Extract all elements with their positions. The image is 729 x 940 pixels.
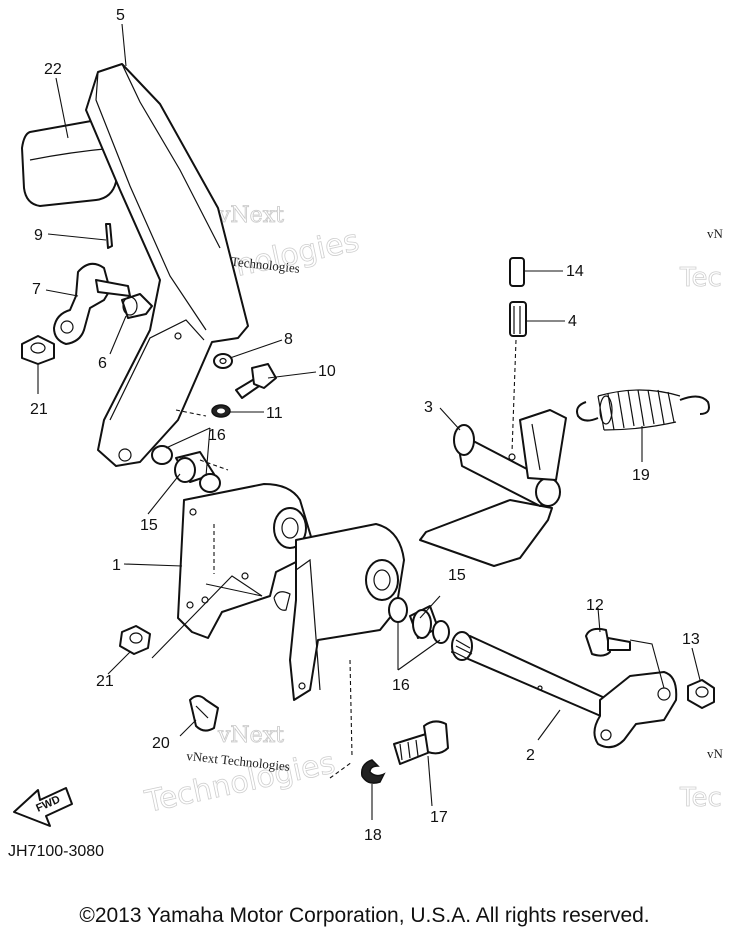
callout-19: 19: [632, 467, 650, 484]
callout-10: 10: [318, 363, 336, 380]
spring-part: [576, 389, 710, 431]
bolt-top-part: [235, 363, 277, 399]
callout-labels: 5 22 9 7 6 21 8 10 11 16 15 1 21 20 14 4…: [30, 7, 700, 844]
callout-17: 17: [430, 809, 448, 826]
drawing-number: JH7100-3080: [8, 843, 104, 860]
callout-7: 7: [32, 281, 41, 298]
callout-16-left: 16: [208, 427, 226, 444]
watermark-brand: vNext: [217, 203, 284, 228]
parts-diagram: vNext Technologies vNext Technologies vN…: [8, 7, 724, 860]
bolt-lower-part: [189, 695, 219, 732]
callout-1: 1: [112, 557, 121, 574]
callout-6: 6: [98, 355, 107, 372]
callout-18: 18: [364, 827, 382, 844]
callout-15-left: 15: [140, 517, 158, 534]
lock-washer-part: [211, 404, 231, 418]
callout-3: 3: [424, 399, 433, 416]
bushing-part: [121, 293, 153, 319]
cotter-pin-part: [105, 223, 113, 249]
washer-part: [213, 353, 233, 369]
clip-part: [360, 759, 386, 784]
nut-top-part: [21, 335, 55, 365]
bracket-plate-part: [177, 483, 405, 701]
nut-right-part: [687, 679, 715, 709]
watermark-edge-top-2: Tec: [679, 263, 722, 293]
callout-21-top: 21: [30, 401, 48, 418]
callout-4: 4: [568, 313, 577, 330]
callout-15-right: 15: [448, 567, 466, 584]
callout-11: 11: [266, 405, 283, 422]
fwd-arrow-icon: FWD: [13, 787, 73, 827]
watermark-brand-2: vNext: [217, 723, 284, 748]
leader-lines: [37, 23, 701, 820]
callout-14: 14: [566, 263, 584, 280]
orings-bushing-left-part: [151, 445, 221, 493]
callout-2: 2: [526, 747, 535, 764]
callout-9: 9: [34, 227, 43, 244]
shaft-lever-part: [419, 409, 567, 567]
brake-pedal-arm-part: [85, 63, 249, 467]
orings-bushing-right-part: [388, 597, 450, 644]
copyright-footer: ©2013 Yamaha Motor Corporation, U.S.A. A…: [79, 904, 650, 927]
bolt-right-part: [585, 627, 631, 657]
callout-21-lower: 21: [96, 673, 114, 690]
nut-lower-part: [119, 625, 151, 655]
watermark-edge-top: vN: [707, 226, 724, 241]
callout-12: 12: [586, 597, 604, 614]
callout-5: 5: [116, 7, 125, 24]
callout-22: 22: [44, 61, 62, 78]
callout-13: 13: [682, 631, 700, 648]
bolt-bottom-part: [393, 720, 449, 765]
watermark-bottom: vNext Technologies vNext Technologies: [141, 723, 339, 821]
watermark-edge-bottom: vN: [707, 746, 724, 761]
pin-parts: [509, 257, 527, 337]
callout-16-right: 16: [392, 677, 410, 694]
callout-8: 8: [284, 331, 293, 348]
callout-20: 20: [152, 735, 170, 752]
watermark-edge-bottom-2: Tec: [679, 783, 722, 813]
clevis-bracket-part: [53, 262, 131, 345]
shaft-arm-part: [451, 631, 678, 749]
